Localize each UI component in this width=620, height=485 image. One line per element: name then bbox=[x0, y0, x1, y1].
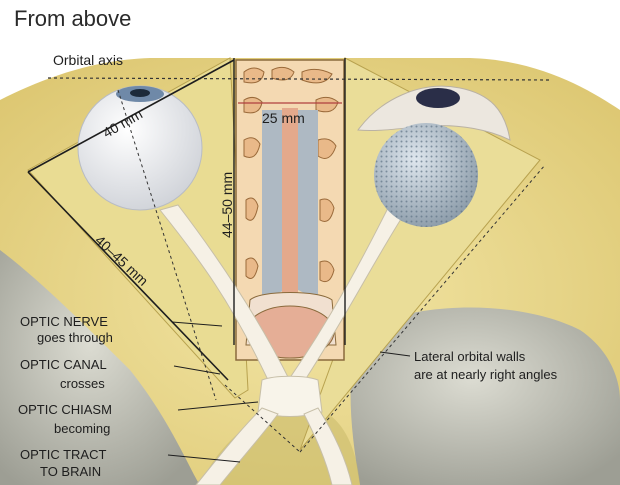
interorbital-width-label: 25 mm bbox=[262, 110, 305, 126]
orbit-height-label: 44–50 mm bbox=[219, 172, 235, 238]
left-label-optic-canal: OPTIC CANAL bbox=[20, 358, 107, 372]
left-label-becoming: becoming bbox=[54, 422, 110, 436]
nasal-cavity-right bbox=[298, 110, 318, 300]
left-label-goes-through: goes through bbox=[37, 331, 113, 345]
left-label-optic-chiasm: OPTIC CHIASM bbox=[18, 403, 112, 417]
nasal-cavity-left bbox=[262, 110, 285, 300]
right-iris bbox=[416, 88, 460, 108]
nasal-septum bbox=[282, 108, 298, 308]
left-label-to-brain: TO BRAIN bbox=[40, 465, 101, 479]
left-pupil bbox=[130, 89, 150, 97]
diagram-title: From above bbox=[14, 6, 131, 32]
orbital-axis-label: Orbital axis bbox=[53, 52, 123, 68]
right-eyeball-texture bbox=[374, 123, 478, 227]
right-label-line1: Lateral orbital walls bbox=[414, 348, 525, 365]
left-label-optic-tract: OPTIC TRACT bbox=[20, 448, 106, 462]
right-label-line2: are at nearly right angles bbox=[414, 366, 557, 383]
left-label-optic-nerve: OPTIC NERVE bbox=[20, 315, 108, 329]
left-eyeball bbox=[78, 86, 202, 210]
left-label-crosses: crosses bbox=[60, 377, 105, 391]
